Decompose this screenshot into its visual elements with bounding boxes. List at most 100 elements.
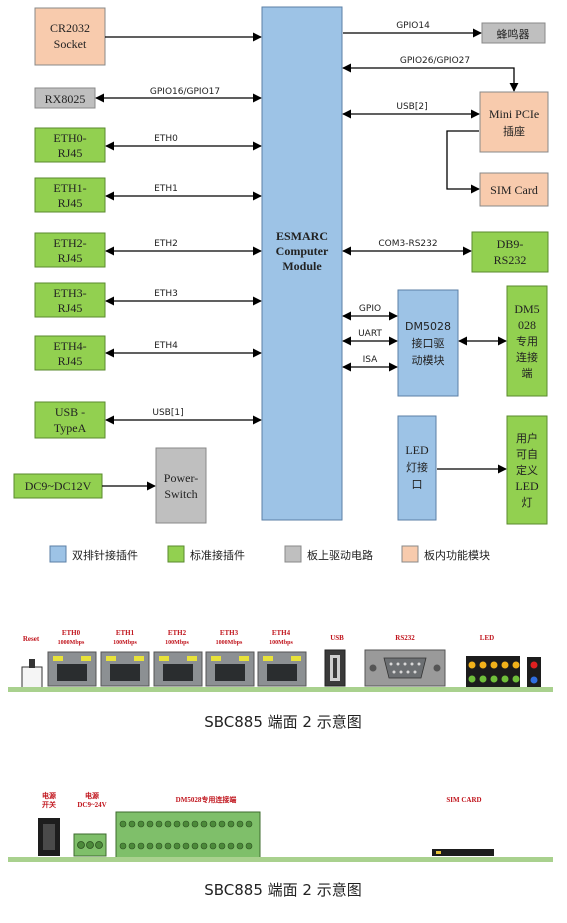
reset-button-cap xyxy=(29,659,35,668)
panel1-led-label: LED xyxy=(480,634,494,642)
gpio2627-line xyxy=(342,63,519,92)
eth4-label-2: RJ45 xyxy=(58,354,83,368)
rj45-port-3-icon xyxy=(205,651,255,687)
power-switch-icon xyxy=(38,818,60,856)
panel1-rs232-label: RS232 xyxy=(395,634,415,642)
sim-card-label: SIM Card xyxy=(490,183,538,197)
signal-isa: ISA xyxy=(363,355,379,365)
panel1-eth3-speed: 1000Mbps xyxy=(216,640,243,646)
panel1-eth4-speed: 100Mbps xyxy=(269,640,293,646)
dm5028-conn-label-2: 028 xyxy=(518,318,536,332)
eth2-group: ETH2- RJ45 ETH2 xyxy=(34,232,262,268)
signal-eth2: ETH2 xyxy=(154,239,178,249)
cr2032-label-2: Socket xyxy=(54,37,87,51)
cr2032-label-1: CR2032 xyxy=(50,21,90,35)
power-switch-block xyxy=(155,447,207,524)
legend-label-orange: 板内功能模块 xyxy=(424,548,490,562)
signal-uart: UART xyxy=(358,329,382,339)
dm5028-terminal-icon xyxy=(115,811,261,859)
panel2: 电源 开关 电源 DC9~24V DM5028专用连接端 SIM CARD xyxy=(8,791,553,899)
panel1-eth1-speed: 100Mbps xyxy=(113,640,137,646)
dm5028-conn-label-1: DM5 xyxy=(514,302,539,316)
eth2-label-2: RJ45 xyxy=(58,251,83,265)
signal-com3: COM3-RS232 xyxy=(378,239,437,249)
power-switch-label-1: Power- xyxy=(164,471,198,485)
dm5028-connector-block xyxy=(506,285,548,397)
usb-port-icon xyxy=(324,649,346,687)
rx8025-block xyxy=(34,87,96,109)
usb-label-2: TypeA xyxy=(54,421,87,435)
user-led-label-4: LED xyxy=(515,479,539,493)
user-led-block xyxy=(506,415,548,525)
led-if-label-1: LED xyxy=(405,443,429,457)
eth0-label-2: RJ45 xyxy=(58,146,83,160)
eth0-label-1: ETH0- xyxy=(53,131,86,145)
buzzer-label: 蜂鸣器 xyxy=(497,27,530,41)
dc-label: DC9~DC12V xyxy=(25,479,92,493)
rj45-port-0-icon xyxy=(47,651,97,687)
panel1-eth1-label: ETH1 xyxy=(116,629,135,637)
dm5028-conn-label-4: 连接 xyxy=(516,351,538,364)
dm5028-driver-label-1: DM5028 xyxy=(405,320,451,333)
signal-gpio1617: GPIO16/GPIO17 xyxy=(150,87,220,97)
eth3-label-1: ETH3- xyxy=(53,286,86,300)
signal-usb2: USB[2] xyxy=(396,102,427,112)
dm5028-conn-label-3: 专用 xyxy=(516,334,538,348)
eth4-block xyxy=(34,335,106,371)
power-terminal-icon xyxy=(73,833,107,857)
panel1-eth2-speed: 100Mbps xyxy=(165,640,189,646)
module-label-line2: Computer xyxy=(276,244,329,258)
legend-swatch-blue xyxy=(49,545,67,563)
mini-pcie-block xyxy=(479,91,549,153)
eth0-block xyxy=(34,127,106,163)
cr2032-socket-block xyxy=(34,7,106,66)
mini-pcie-label-2: 插座 xyxy=(503,124,525,138)
user-led-label-5: 灯 xyxy=(522,496,533,509)
signal-gpio: GPIO xyxy=(359,304,381,314)
panel1-eth0-speed: 1000Mbps xyxy=(58,640,85,646)
mini-pcie-label-1: Mini PCIe xyxy=(489,107,539,121)
eth3-block xyxy=(34,282,106,318)
signal-eth3: ETH3 xyxy=(154,289,178,299)
rj45-port-4-icon xyxy=(257,651,307,687)
legend-swatch-green xyxy=(167,545,185,563)
panel1-eth2-label: ETH2 xyxy=(168,629,187,637)
legend: 双排针接插件 标准接插件 板上驱动电路 板内功能模块 xyxy=(49,545,490,563)
rj45-port-1-icon xyxy=(100,651,150,687)
eth3-group: ETH3- RJ45 ETH3 xyxy=(34,282,262,318)
panel2-power-switch-label-1: 电源 xyxy=(42,791,56,800)
led-if-label-2: 灯接 xyxy=(406,461,428,474)
usb-typea-block xyxy=(34,401,106,439)
user-led-label-3: 定义 xyxy=(516,463,538,477)
sim-slot-icon xyxy=(432,849,494,856)
rx8025-label: RX8025 xyxy=(45,92,86,106)
eth1-group: ETH1- RJ45 ETH1 xyxy=(34,177,262,213)
db9-block xyxy=(471,231,549,273)
panel2-power-in-label-1: 电源 xyxy=(85,791,99,800)
eth1-label-1: ETH1- xyxy=(53,181,86,195)
panel2-power-switch-label-2: 开关 xyxy=(42,800,56,809)
rs232-port-icon xyxy=(364,649,446,687)
led-indicators-icon xyxy=(466,656,541,688)
eth2-block xyxy=(34,232,106,268)
module-label-line3: Module xyxy=(282,259,322,273)
signal-eth4: ETH4 xyxy=(154,341,178,351)
signal-eth1: ETH1 xyxy=(154,184,178,194)
eth4-group: ETH4- RJ45 ETH4 xyxy=(34,335,262,371)
legend-swatch-orange xyxy=(401,545,419,563)
panel1-eth0-label: ETH0 xyxy=(62,629,81,637)
legend-swatch-gray xyxy=(284,545,302,563)
eth0-group: ETH0- RJ45 ETH0 xyxy=(34,127,262,163)
user-led-label-2: 可自 xyxy=(516,448,538,461)
db9-label-2: RS232 xyxy=(494,253,527,267)
eth1-block xyxy=(34,177,106,213)
dm5028-driver-block xyxy=(397,289,459,397)
dc-input-block xyxy=(13,473,103,499)
user-led-label-1: 用户 xyxy=(516,431,538,445)
panel1-reset-label: Reset xyxy=(23,635,40,643)
panel1-board-edge xyxy=(8,687,553,692)
dm5028-conn-label-5: 端 xyxy=(522,367,533,380)
usb-label-1: USB - xyxy=(55,405,85,419)
panel2-dm5028-label: DM5028专用连接端 xyxy=(176,795,237,804)
